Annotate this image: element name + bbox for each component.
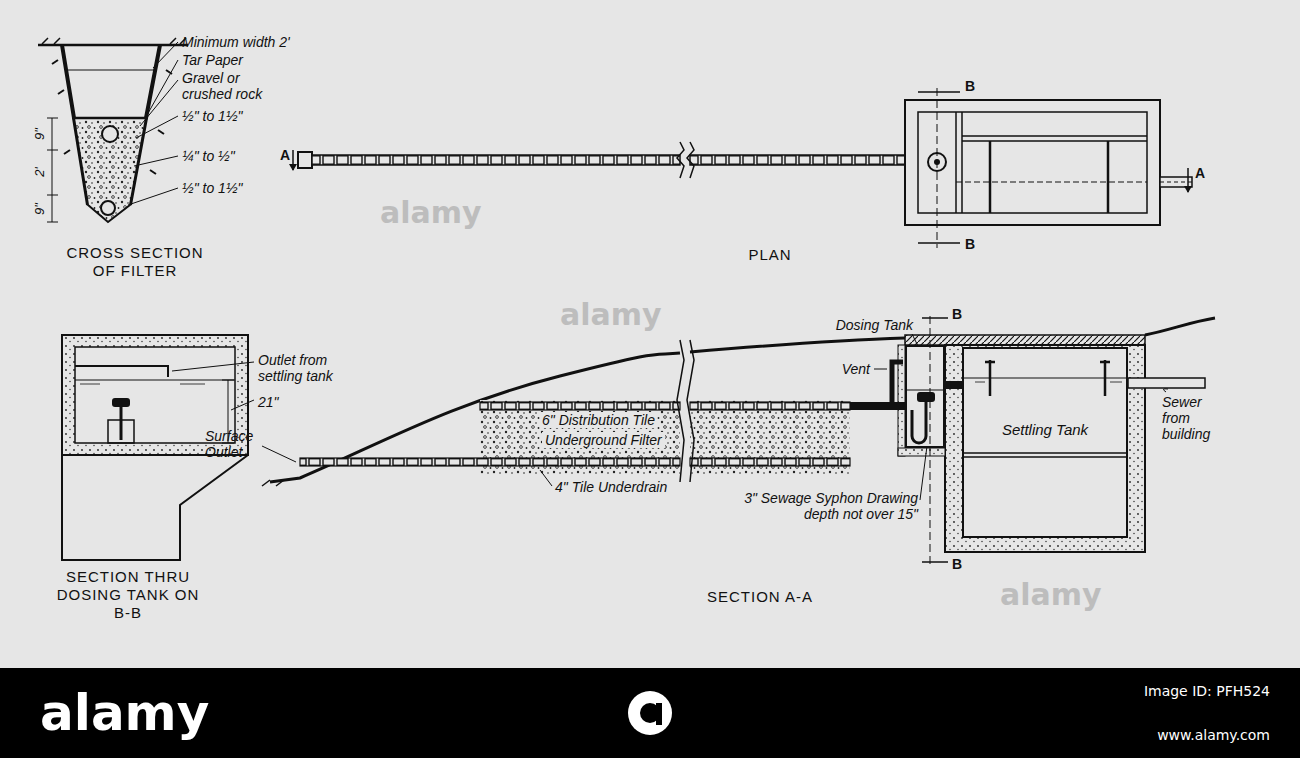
part-label: Vent: [842, 361, 870, 377]
view-title: SECTION A-A: [707, 588, 813, 606]
watermark: alamy: [380, 196, 482, 230]
section-mark: B: [965, 78, 975, 94]
part-label: Surface Outlet: [205, 428, 265, 460]
material-note: Gravel or crushed rock: [182, 70, 292, 102]
watermark: alamy: [560, 298, 662, 332]
pipe-connector: [850, 402, 905, 410]
dimension: 9": [33, 128, 47, 140]
view-title: PLAN: [748, 246, 791, 264]
dimension: 9": [33, 203, 47, 215]
section-mark: B: [965, 236, 975, 252]
material-note: Tar Paper: [182, 52, 243, 68]
part-label: Sewer from building: [1162, 394, 1226, 442]
size-note: ½" to 1½": [182, 108, 243, 124]
section-mark: A: [1195, 165, 1205, 181]
site-url: www.alamy.com: [1157, 726, 1270, 744]
node-label: Dosing Tank: [836, 317, 913, 333]
dimension: 2': [33, 167, 47, 177]
underground-filter: Underground Filter: [480, 400, 850, 475]
size-note: ¼" to ½": [182, 148, 235, 164]
node-label: Underground Filter: [542, 432, 665, 448]
view-title: SECTION THRU DOSING TANK ON B-B: [53, 568, 203, 622]
dimension-note: Minimum width 2': [182, 34, 290, 50]
image-id: Image ID: PFH524: [1144, 682, 1270, 700]
dosing-tank: Dosing Tank: [905, 345, 945, 448]
section-mark: B: [952, 306, 962, 322]
view-title: CROSS SECTION OF FILTER: [55, 244, 215, 280]
dimension: 21": [258, 394, 279, 410]
settling-tank: Settling Tank: [962, 347, 1128, 538]
size-note: ½" to 1½": [182, 180, 243, 196]
watermark: alamy: [1000, 578, 1102, 612]
watermark-logo: alamy: [40, 683, 209, 743]
part-label: Outlet from settling tank: [258, 352, 368, 384]
section-mark: A: [280, 147, 290, 163]
part-label: 3" Sewage Syphon Drawing depth not over …: [718, 490, 918, 522]
node-label: Settling Tank: [1000, 421, 1090, 438]
part-label: 6" Distribution Tile: [540, 412, 657, 428]
part-label: 4" Tile Underdrain: [555, 479, 667, 495]
pipe-connector: [945, 381, 962, 389]
section-mark: B: [952, 556, 962, 572]
